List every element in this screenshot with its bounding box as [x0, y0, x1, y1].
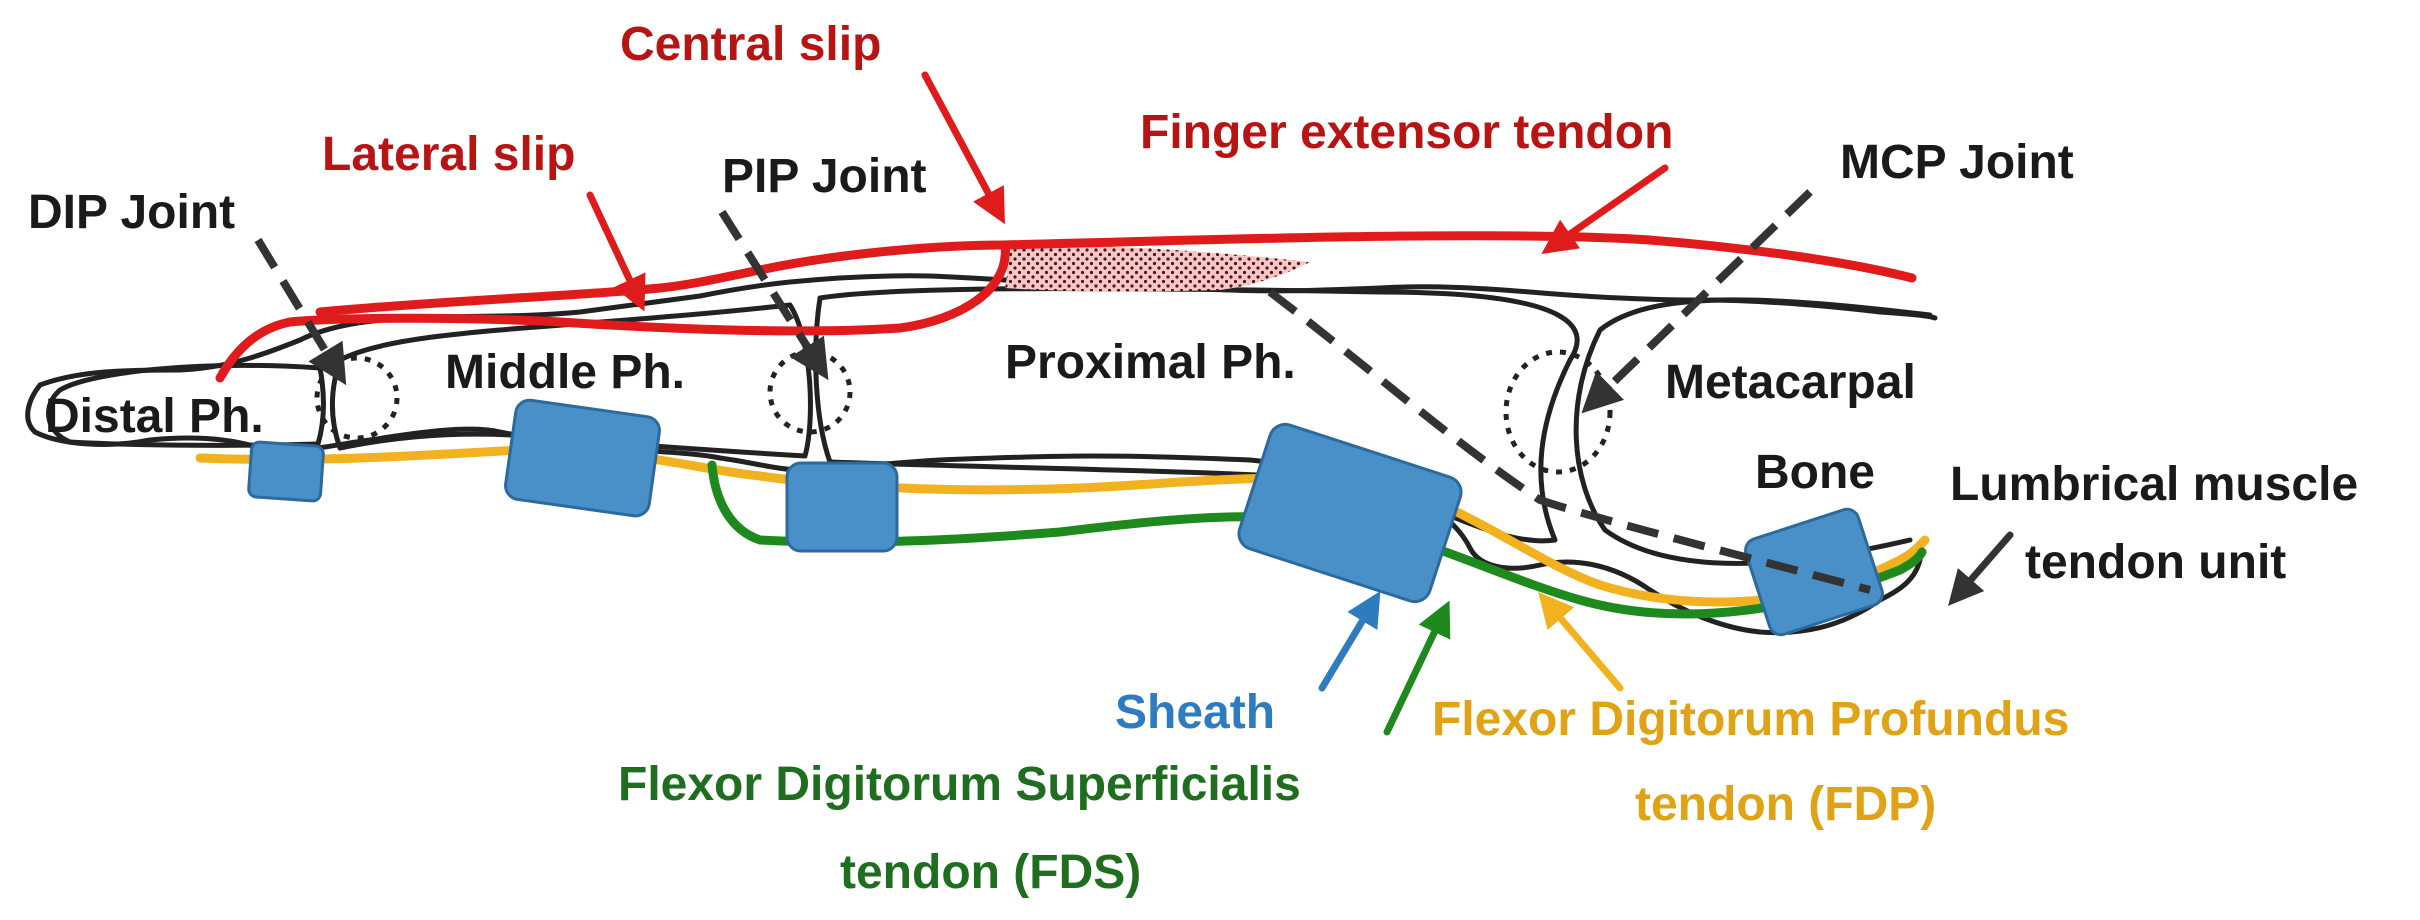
- sheath-arrow: [1318, 591, 1381, 692]
- extensor-tendon-arrow: [1541, 164, 1669, 254]
- labels: Central slip Lateral slip Finger extenso…: [28, 18, 2358, 899]
- sheath-distal: [247, 440, 325, 503]
- finger-extensor-tendon: [1000, 231, 1917, 283]
- lumbrical-arrow: [1948, 531, 2014, 606]
- central-slip-tendon: [315, 240, 1010, 317]
- label-fds-line1: Flexor Digitorum Superficialis: [618, 758, 1301, 811]
- label-finger-extensor-tendon: Finger extensor tendon: [1140, 106, 1673, 159]
- sheath-pip: [785, 461, 899, 553]
- fds-arrow: [1383, 600, 1451, 736]
- label-metacarpal-line2: Bone: [1755, 446, 1875, 499]
- label-lumbrical-line2: tendon unit: [2025, 536, 2286, 589]
- sheath-middle: [504, 398, 661, 518]
- label-mcp-joint: MCP Joint: [1840, 136, 2074, 189]
- label-metacarpal-line1: Metacarpal: [1665, 356, 1916, 409]
- pip-pointer: [718, 209, 829, 381]
- lateral-slip-arrow: [586, 191, 646, 312]
- label-middle-ph: Middle Ph.: [445, 346, 685, 399]
- label-proximal-ph: Proximal Ph.: [1005, 336, 1296, 389]
- pip-joint-circle: [767, 349, 853, 435]
- fdp-tendon: [195, 445, 1930, 607]
- label-pip-joint: PIP Joint: [722, 150, 927, 203]
- central-slip-arrow: [921, 71, 1005, 225]
- dip-pointer: [254, 237, 347, 386]
- fdp-arrow: [1538, 592, 1624, 692]
- extensor-hood: [1005, 245, 1310, 292]
- mcp-pointer: [1581, 189, 1813, 414]
- label-arrows: [586, 71, 2014, 736]
- mcp-joint-circle: [1503, 349, 1613, 475]
- finger-dorsal-contour: [37, 273, 1938, 388]
- label-central-slip: Central slip: [620, 18, 881, 71]
- label-fdp-line1: Flexor Digitorum Profundus: [1432, 693, 2069, 746]
- label-dip-joint: DIP Joint: [28, 186, 235, 239]
- proximal-ph-outline: [813, 286, 1580, 544]
- dip-joint-circle: [314, 355, 400, 441]
- label-sheath: Sheath: [1115, 686, 1275, 739]
- label-fdp-line2: tendon (FDP): [1635, 778, 1936, 831]
- sheath-proximal: [1237, 422, 1463, 604]
- lateral-slip-tendon: [215, 240, 1010, 383]
- extensor-tendon-group: [215, 231, 1917, 383]
- label-fds-line2: tendon (FDS): [840, 846, 1141, 899]
- lumbrical-pointer-dashed: [1267, 288, 1872, 594]
- distal-ph-outline: [46, 362, 327, 448]
- label-distal-ph: Distal Ph.: [45, 390, 264, 443]
- label-lumbrical-line1: Lumbrical muscle: [1950, 458, 2358, 511]
- label-lateral-slip: Lateral slip: [322, 128, 575, 181]
- joint-pointers: [254, 189, 1872, 594]
